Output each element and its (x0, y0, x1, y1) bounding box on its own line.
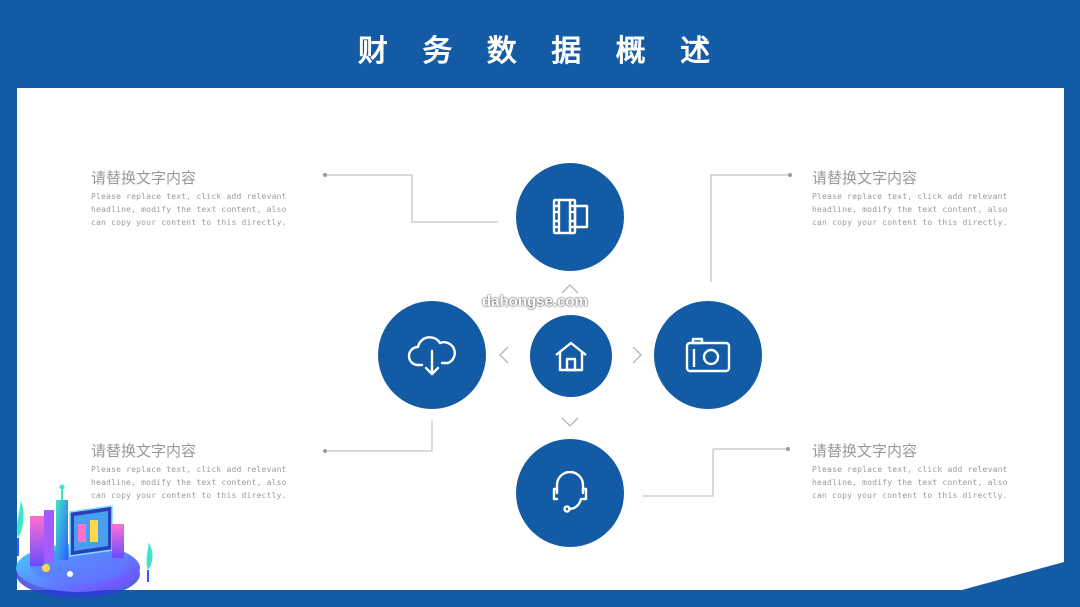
feature-circle-left[interactable] (378, 301, 486, 409)
headset-icon (552, 471, 588, 513)
block-body: Please replace text, click add relevant … (91, 192, 287, 227)
block-body: Please replace text, click add relevant … (812, 192, 1008, 227)
text-block-top-right: 请替换文字内容 Please replace text, click add r… (812, 168, 1017, 229)
camera-icon (685, 337, 731, 373)
film-icon (552, 198, 589, 235)
isometric-city-illustration (16, 484, 153, 598)
feature-circle-bottom[interactable] (516, 439, 624, 547)
block-body: Please replace text, click add relevant … (812, 465, 1008, 500)
text-block-bottom-left: 请替换文字内容 Please replace text, click add r… (91, 441, 296, 502)
feature-circle-center[interactable] (530, 315, 612, 397)
block-title: 请替换文字内容 (91, 169, 197, 187)
page-title: 财 务 数 据 概 述 (357, 34, 723, 69)
feature-circle-right[interactable] (654, 301, 762, 409)
home-icon (555, 341, 587, 372)
block-body: Please replace text, click add relevant … (91, 465, 287, 500)
text-block-top-left: 请替换文字内容 Please replace text, click add r… (91, 168, 296, 229)
block-title: 请替换文字内容 (812, 169, 918, 187)
cloud-download-icon (407, 336, 456, 376)
watermark: dahongse.com (482, 293, 588, 310)
text-block-bottom-right: 请替换文字内容 Please replace text, click add r… (812, 441, 1017, 502)
feature-circle-top[interactable] (516, 163, 624, 271)
block-title: 请替换文字内容 (91, 442, 197, 460)
block-title: 请替换文字内容 (812, 442, 918, 460)
